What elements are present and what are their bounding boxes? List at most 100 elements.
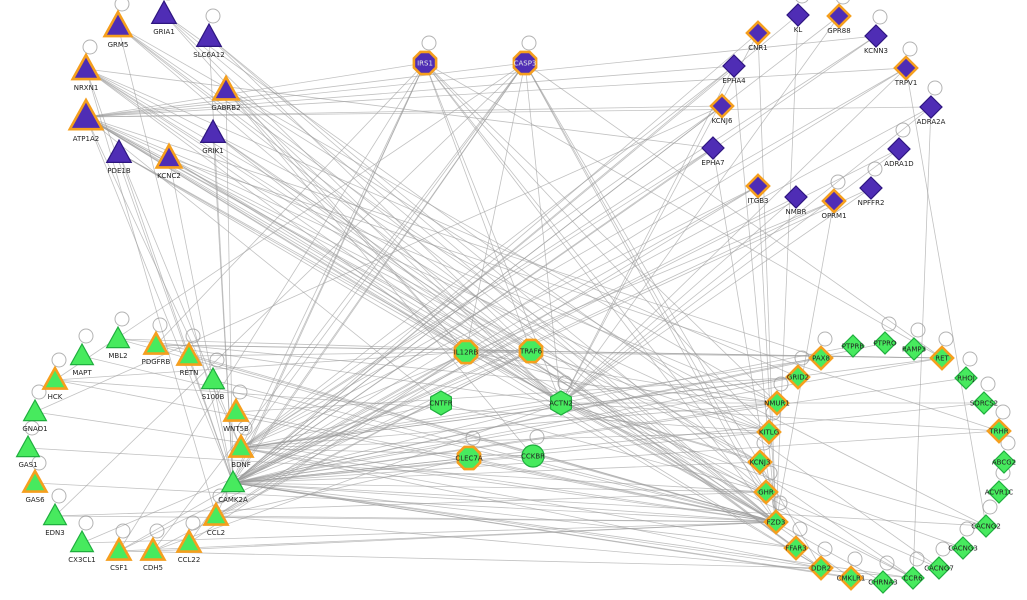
node-IRS1[interactable] (412, 50, 438, 76)
node-FZD3[interactable] (763, 509, 789, 535)
node-PAX8[interactable] (808, 345, 834, 371)
node-OPRM1[interactable] (821, 188, 847, 214)
node-CAMK2A[interactable] (220, 469, 246, 493)
edge (424, 62, 943, 359)
self-loop-edge (773, 376, 789, 392)
node-NMBR[interactable] (784, 185, 808, 209)
node-KCNN3[interactable] (864, 24, 888, 48)
node-EPHA4[interactable] (722, 54, 746, 78)
edge (560, 402, 761, 463)
self-loop-edge (959, 521, 975, 537)
node-RET[interactable] (929, 345, 955, 371)
node-DDR2[interactable] (808, 555, 834, 581)
self-loop-edge (521, 35, 537, 51)
node-CDH5[interactable] (139, 536, 167, 561)
self-loop-edge (149, 523, 165, 539)
node-NMUR1[interactable] (764, 390, 790, 416)
node-TRHR[interactable] (986, 418, 1012, 444)
node-KL[interactable] (786, 3, 810, 27)
node-CCKBR[interactable] (521, 444, 545, 468)
self-loop-edge (78, 515, 94, 531)
node-CACNG2[interactable] (974, 514, 998, 538)
node-CNR1[interactable] (745, 20, 771, 46)
edge (530, 350, 822, 569)
node-CX3CL1[interactable] (69, 529, 95, 553)
node-MAPT[interactable] (69, 342, 95, 366)
node-label: ACVR1C (985, 489, 1014, 497)
node-GAS1[interactable] (15, 434, 41, 458)
node-GRID2[interactable] (785, 364, 811, 390)
node-ATP1A2[interactable] (67, 97, 105, 131)
edge (118, 152, 777, 523)
node-KITLG[interactable] (756, 419, 782, 445)
node-GHR[interactable] (753, 479, 779, 505)
node-MBL2[interactable] (105, 325, 131, 349)
node-PTPRB[interactable] (841, 334, 865, 358)
node-GNAO1[interactable] (22, 398, 48, 422)
node-CNTFR[interactable] (430, 390, 452, 416)
node-label: GPR88 (827, 27, 850, 35)
self-loop-edge (51, 352, 67, 368)
node-ITGB3[interactable] (745, 173, 771, 199)
node-GAS6[interactable] (21, 468, 49, 493)
edge (163, 13, 777, 523)
node-label: FFAR3 (785, 545, 807, 553)
node-NPFFR2[interactable] (859, 176, 883, 200)
node-CMKLR1[interactable] (838, 565, 864, 591)
node-PTPRO[interactable] (873, 331, 897, 355)
node-label: GRIK1 (202, 147, 223, 155)
edge (54, 379, 770, 433)
node-GRIA1[interactable] (150, 0, 178, 24)
node-CACNG7[interactable] (927, 556, 951, 580)
node-CACNG3[interactable] (951, 536, 975, 560)
node-CCL22[interactable] (175, 528, 203, 553)
node-GRM5[interactable] (102, 9, 134, 38)
node-CHRNA3[interactable] (871, 570, 895, 594)
node-TRAF6[interactable] (518, 338, 544, 364)
node-ABCG2[interactable] (992, 450, 1016, 474)
node-BDNF[interactable] (227, 433, 255, 458)
node-label: CLEC7A (455, 455, 483, 463)
self-loop-edge (879, 555, 895, 571)
node-KCNJ3[interactable] (747, 449, 773, 475)
node-HCK[interactable] (41, 365, 69, 390)
node-label: KL (794, 26, 803, 34)
edge (215, 457, 470, 517)
node-S100B[interactable] (200, 366, 226, 390)
node-WNT5B[interactable] (222, 397, 250, 422)
node-ACTN2[interactable] (549, 390, 573, 416)
node-PDGFRB[interactable] (142, 330, 170, 355)
node-EPHA7[interactable] (701, 136, 725, 160)
edge (54, 62, 526, 517)
node-KCNC2[interactable] (154, 142, 184, 169)
self-loop-edge (114, 311, 130, 327)
node-label: RETN (180, 369, 199, 377)
node-IL12RB[interactable] (453, 339, 479, 365)
node-SLC6A12[interactable] (195, 22, 223, 48)
self-loop-edge (995, 404, 1011, 420)
node-CCR6[interactable] (901, 566, 925, 590)
node-ADRA2A[interactable] (919, 95, 943, 119)
node-EDN3[interactable] (42, 502, 68, 526)
node-RAMP3[interactable] (902, 337, 926, 361)
node-RHOJ[interactable] (954, 366, 978, 390)
node-CASP3[interactable] (512, 50, 538, 76)
node-GABRB2[interactable] (211, 74, 241, 101)
node-PDE1B[interactable] (105, 138, 133, 163)
node-GRIK1[interactable] (199, 118, 227, 143)
node-TRPV1[interactable] (893, 55, 919, 81)
node-KCNJ6[interactable] (709, 93, 735, 119)
node-GPR88[interactable] (826, 3, 852, 29)
node-CSF1[interactable] (105, 536, 133, 561)
node-CLEC7A[interactable] (456, 445, 482, 471)
self-loop-edge (152, 317, 168, 333)
node-RETN[interactable] (175, 341, 203, 366)
node-FFAR3[interactable] (783, 535, 809, 561)
node-NRXN1[interactable] (70, 52, 102, 81)
node-CCL2[interactable] (202, 501, 230, 526)
node-SORCS2[interactable] (972, 391, 996, 415)
edge (152, 62, 526, 552)
node-ACVR1C[interactable] (987, 480, 1011, 504)
node-ADRA1D[interactable] (887, 137, 911, 161)
